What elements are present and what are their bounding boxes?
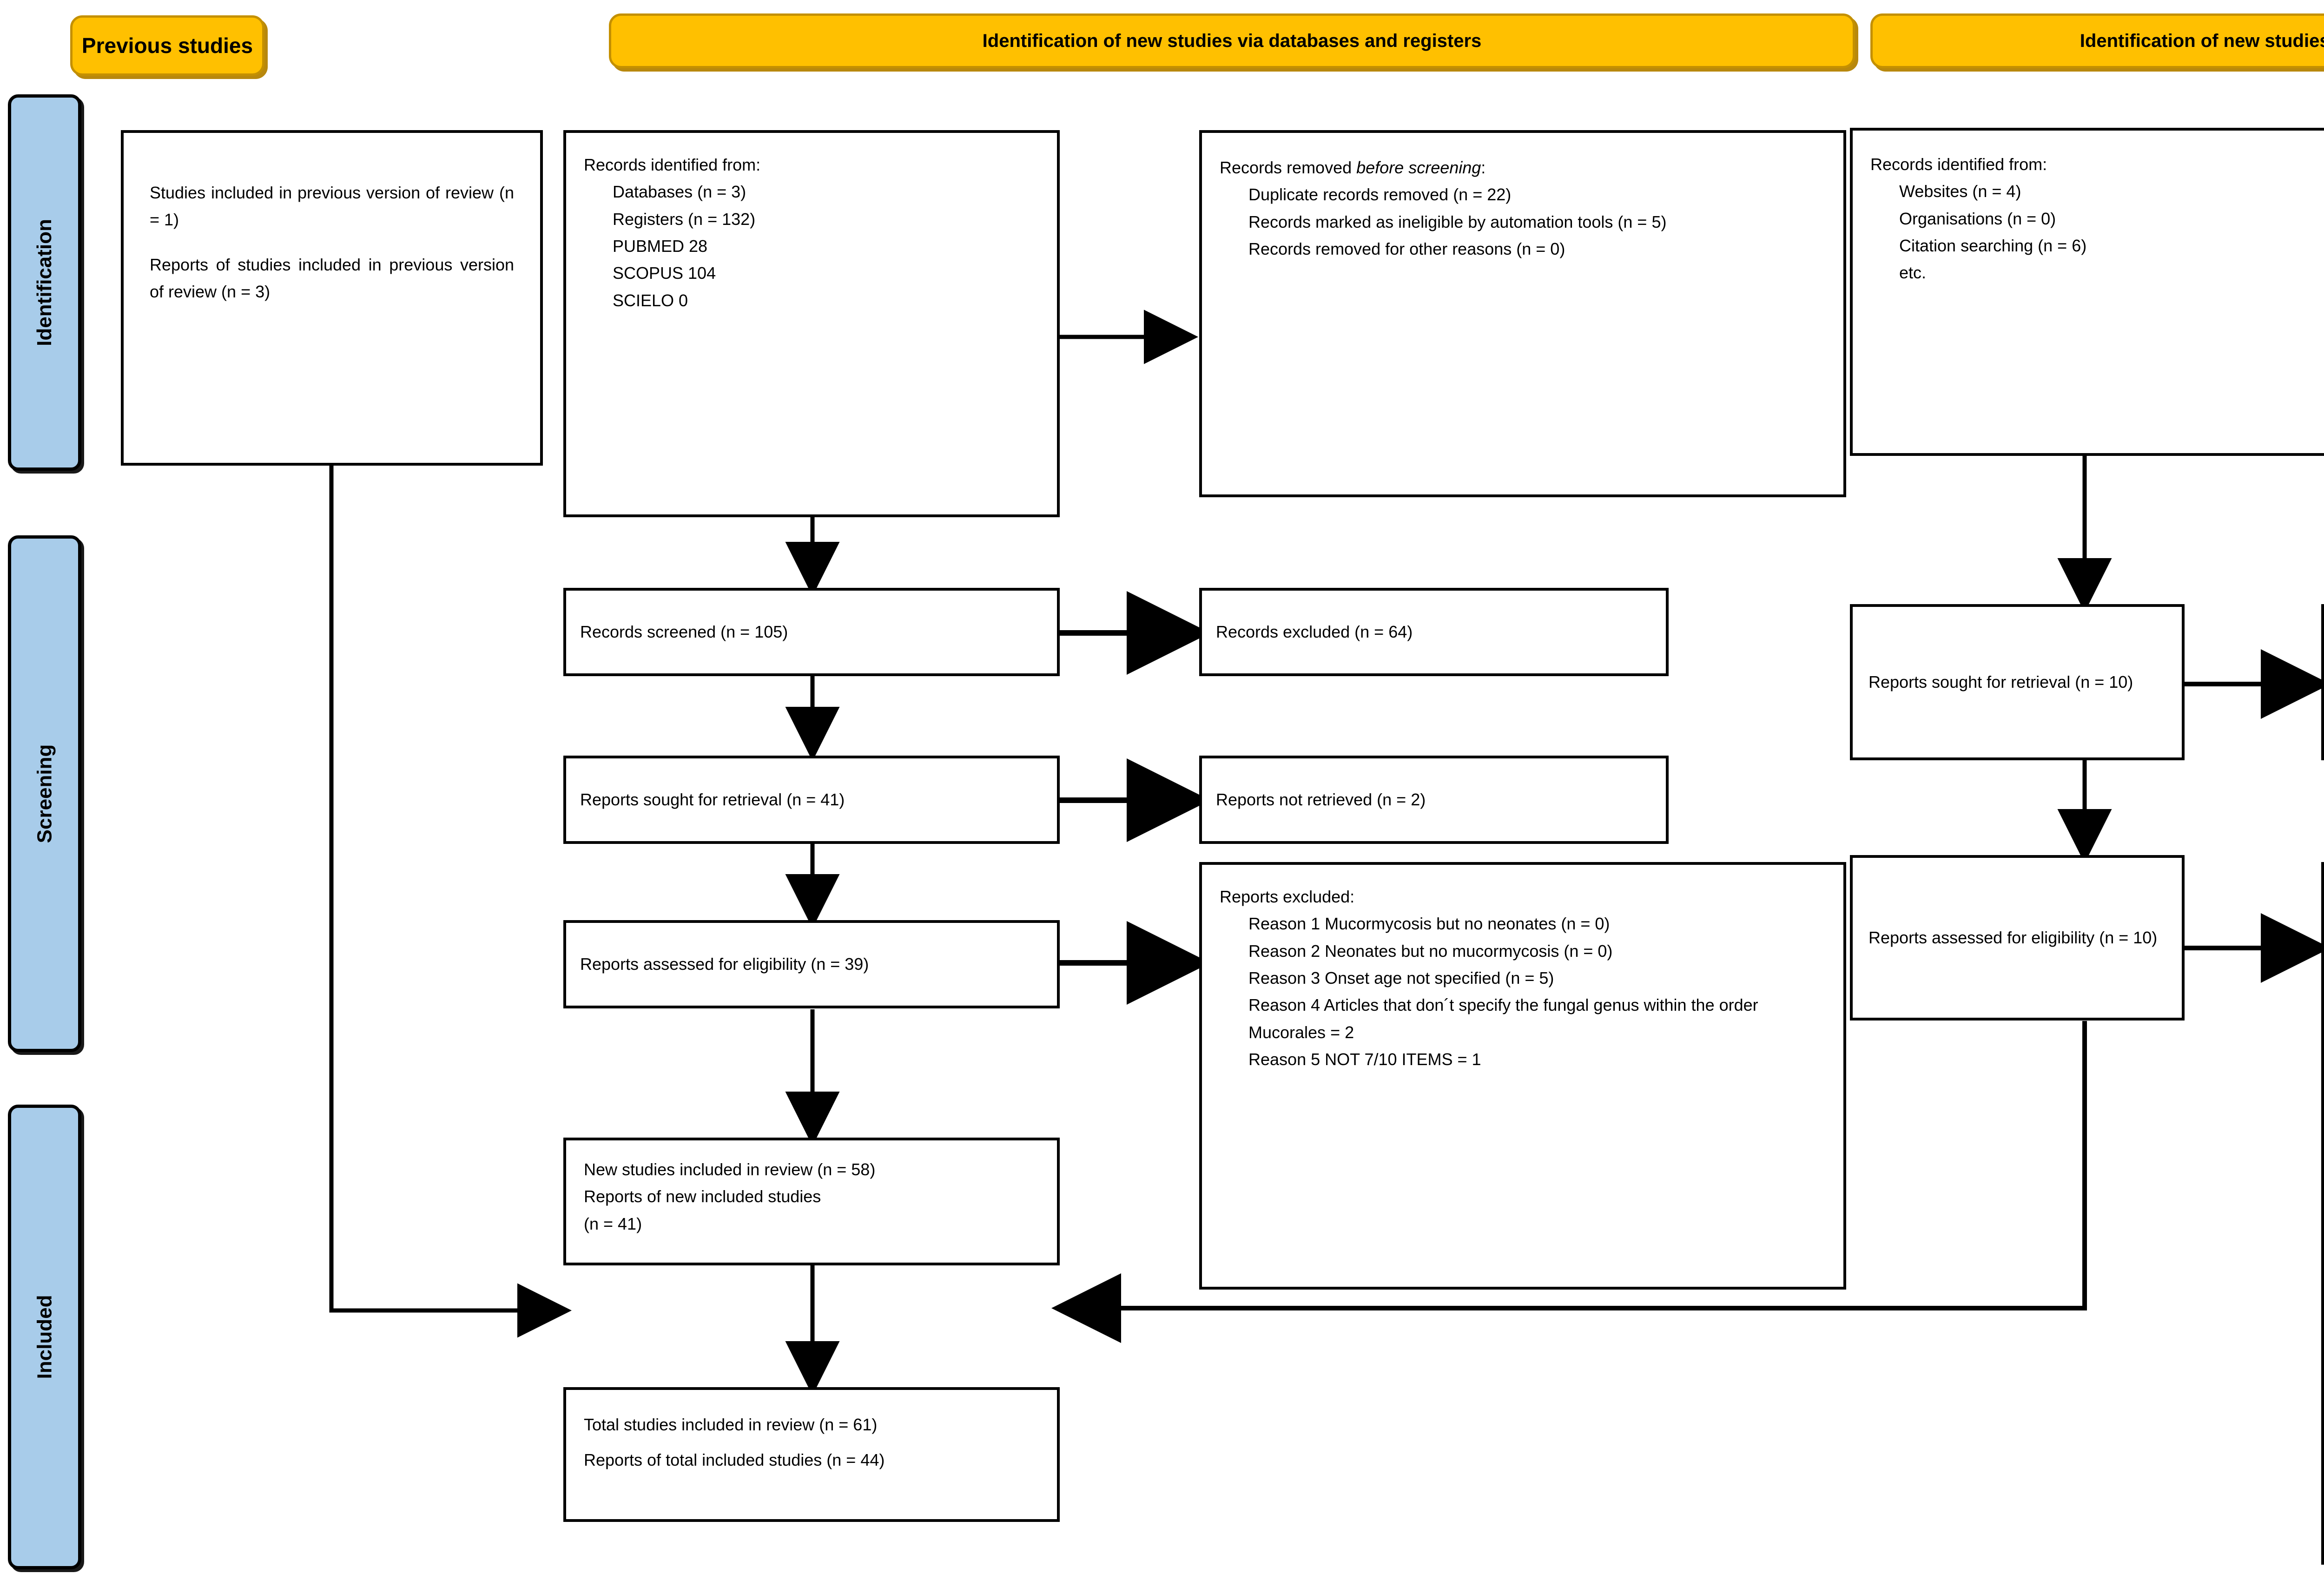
- header-databases-registers: Identification of new studies via databa…: [609, 13, 1855, 68]
- reports-excluded-db-item-4: Reason 5 NOT 7/10 ITEMS = 1: [1248, 1049, 1481, 1069]
- previous-studies-line-1: Studies included in previous version of …: [150, 183, 514, 230]
- reports-excluded-db-item-0: Reason 1 Mucormycosis but no neonates (n…: [1248, 914, 1610, 934]
- box-new-studies-included: New studies included in review (n = 58) …: [563, 1138, 1060, 1265]
- other-identified-item-0: Websites (n = 4): [1899, 182, 2021, 201]
- arrow-previous-to-total: [329, 465, 572, 1338]
- records-excluded-label: Records excluded (n = 64): [1216, 622, 1413, 641]
- previous-studies-line-2: Reports of studies included in previous …: [150, 255, 514, 301]
- records-identified-heading: Records identified from:: [584, 155, 761, 174]
- box-records-removed-before-screening: Records removed before screening: Duplic…: [1199, 130, 1846, 497]
- header-other-methods: Identification of new studies via other …: [1870, 13, 2324, 68]
- other-identified-heading: Records identified from:: [1870, 155, 2047, 174]
- header-databases-registers-label: Identification of new studies via databa…: [982, 30, 1482, 51]
- reports-excluded-db-item-2: Reason 3 Onset age not specified (n = 5): [1248, 968, 1554, 988]
- stage-label-identification: Identification: [8, 94, 81, 471]
- stage-label-screening-text: Screening: [33, 744, 56, 843]
- records-removed-heading-italic: before screening: [1356, 158, 1481, 177]
- reports-not-retrieved-label: Reports not retrieved (n = 2): [1216, 790, 1426, 809]
- box-records-identified-databases: Records identified from: Databases (n = …: [563, 130, 1060, 517]
- box-records-screened: Records screened (n = 105): [563, 588, 1060, 676]
- records-identified-item-1: Registers (n = 132): [613, 209, 756, 229]
- records-identified-item-2: PUBMED 28: [613, 236, 708, 256]
- box-other-reports-assessed: Reports assessed for eligibility (n = 10…: [1850, 855, 2185, 1020]
- box-reports-excluded-databases: Reports excluded: Reason 1 Mucormycosis …: [1199, 862, 1846, 1290]
- other-reports-sought-label: Reports sought for retrieval (n = 10): [1868, 672, 2133, 691]
- stage-label-screening: Screening: [8, 535, 81, 1052]
- box-total-studies-included: Total studies included in review (n = 61…: [563, 1387, 1060, 1522]
- records-identified-item-4: SCIELO 0: [613, 290, 688, 310]
- stage-label-included-text: Included: [33, 1295, 56, 1379]
- reports-excluded-db-heading: Reports excluded:: [1220, 887, 1355, 906]
- records-removed-item-0: Duplicate records removed (n = 22): [1248, 185, 1512, 204]
- new-studies-included-label: New studies included in review (n = 58): [584, 1160, 876, 1179]
- records-removed-heading-suffix: :: [1481, 158, 1486, 177]
- new-reports-count: (n = 41): [584, 1214, 642, 1233]
- box-previous-studies: Studies included in previous version of …: [121, 130, 543, 466]
- box-reports-sought: Reports sought for retrieval (n = 41): [563, 756, 1060, 844]
- reports-excluded-db-item-1: Reason 2 Neonates but no mucormycosis (n…: [1248, 941, 1613, 961]
- other-reports-assessed-label: Reports assessed for eligibility (n = 10…: [1868, 928, 2158, 947]
- box-reports-excluded-other: Reports excluded: Reason 1 Mucormycosis …: [2321, 862, 2324, 1565]
- box-reports-assessed: Reports assessed for eligibility (n = 39…: [563, 920, 1060, 1008]
- reports-sought-label: Reports sought for retrieval (n = 41): [580, 790, 845, 809]
- total-reports-included-label: Reports of total included studies (n = 4…: [584, 1450, 885, 1470]
- box-records-excluded: Records excluded (n = 64): [1199, 588, 1669, 676]
- records-removed-heading: Records removed before screening:: [1220, 154, 1826, 181]
- reports-assessed-label: Reports assessed for eligibility (n = 39…: [580, 954, 869, 974]
- records-removed-item-2: Records removed for other reasons (n = 0…: [1248, 239, 1565, 258]
- new-reports-label: Reports of new included studies: [584, 1187, 821, 1206]
- box-other-reports-sought: Reports sought for retrieval (n = 10): [1850, 604, 2185, 760]
- records-identified-item-0: Databases (n = 3): [613, 182, 746, 202]
- other-identified-item-1: Organisations (n = 0): [1899, 209, 2056, 228]
- box-reports-not-retrieved: Reports not retrieved (n = 2): [1199, 756, 1669, 844]
- header-previous-studies: Previous studies: [70, 15, 264, 76]
- stage-label-included: Included: [8, 1105, 81, 1569]
- records-removed-heading-plain: Records removed: [1220, 158, 1357, 177]
- box-other-reports-not-retrieved: Reports not retrieved (n = 10): [2321, 604, 2324, 760]
- other-identified-item-3: etc.: [1899, 263, 1927, 283]
- other-identified-item-2: Citation searching (n = 6): [1899, 236, 2087, 255]
- reports-excluded-db-item-3: Reason 4 Articles that don´t specify the…: [1248, 995, 1758, 1042]
- records-screened-label: Records screened (n = 105): [580, 622, 788, 641]
- records-removed-item-1: Records marked as ineligible by automati…: [1248, 212, 1667, 231]
- stage-label-identification-text: Identification: [33, 219, 56, 346]
- box-records-identified-other: Records identified from: Websites (n = 4…: [1850, 128, 2324, 456]
- header-other-methods-label: Identification of new studies via other …: [2080, 30, 2324, 51]
- header-previous-studies-label: Previous studies: [81, 33, 253, 58]
- total-studies-included-label: Total studies included in review (n = 61…: [584, 1415, 878, 1434]
- records-identified-item-3: SCOPUS 104: [613, 263, 716, 283]
